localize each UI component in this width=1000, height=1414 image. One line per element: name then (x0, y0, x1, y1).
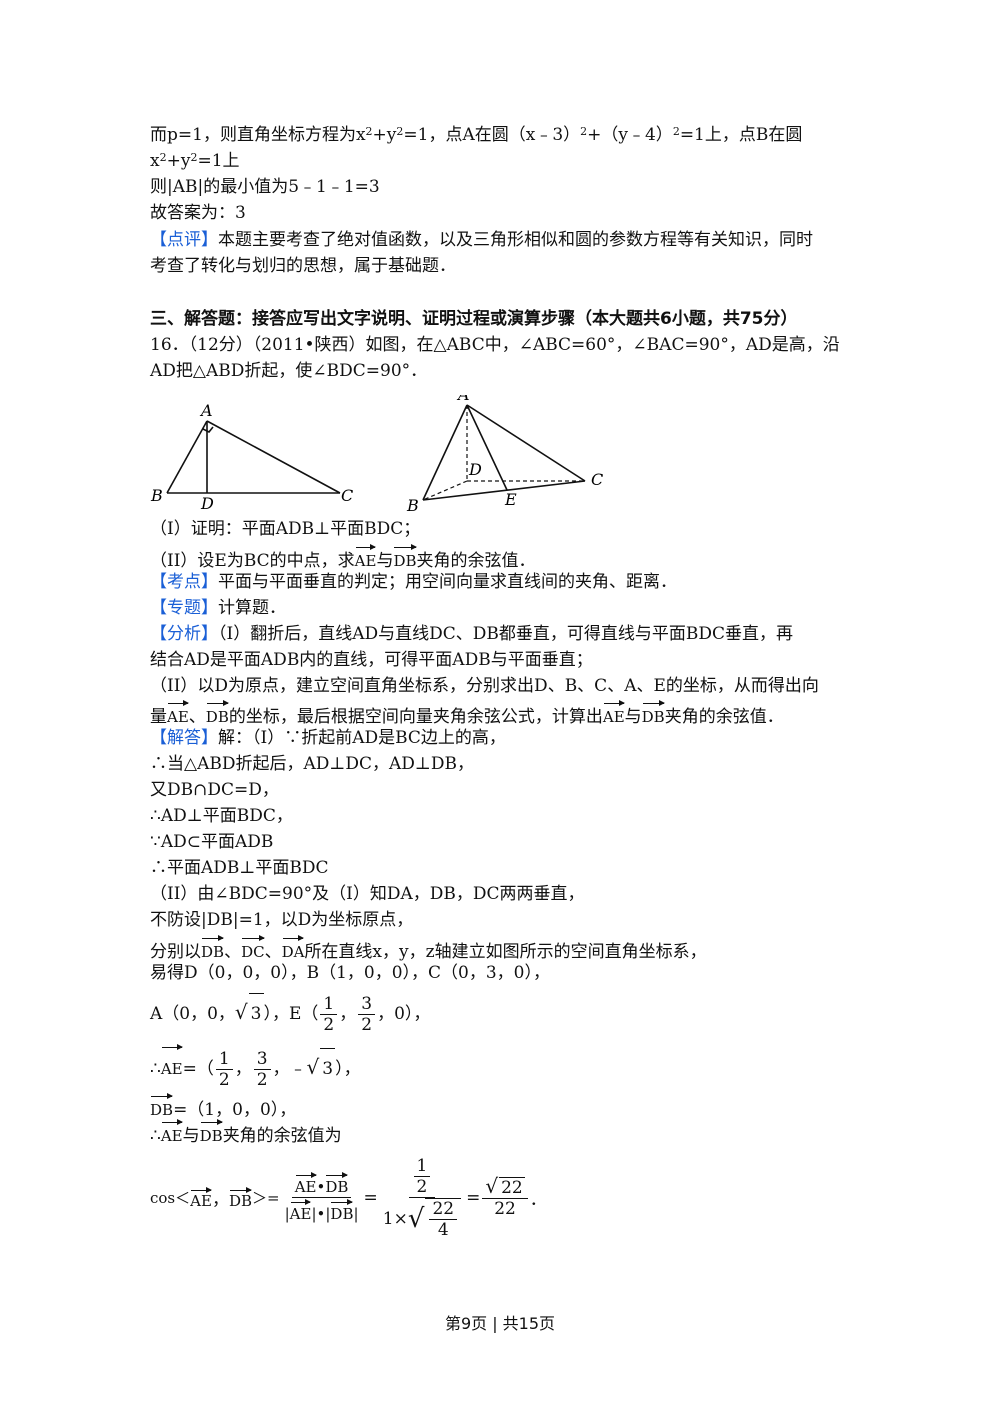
review-line: 【点评】本题主要考查了绝对值函数，以及三角形相似和圆的参数方程等有关知识，同时 (150, 230, 813, 250)
jieda-tag: 【解答】 (150, 728, 218, 748)
vector-DB: DB (393, 543, 417, 573)
jieda-line: ∴AD⊥平面BDC， (150, 806, 293, 826)
question-2: （II）设E为BC的中点，求AE与DB夹角的余弦值． (150, 543, 536, 573)
jieda-line: ∴AE与DB夹角的余弦值为 (150, 1118, 342, 1148)
section-title: 三、解答题：接答应写出文字说明、证明过程或演算步骤（本大题共6小题，共75分） (150, 309, 798, 329)
label-C: C (341, 486, 353, 505)
fenxi-line: 结合AD是平面ADB内的直线，可得平面ADB与平面垂直； (150, 650, 593, 670)
problem-statement: AD把△ABD折起，使∠BDC=90°． (150, 361, 428, 381)
figure-triangle: A B D C A D B E C (150, 395, 603, 515)
solution-line: 则|AB|的最小值为5﹣1﹣1=3 (150, 177, 380, 197)
jieda-line: 分别以DB、DC、DA所在直线x，y，z轴建立如图所示的空间直角坐标系， (150, 934, 707, 964)
label-B: B (150, 486, 163, 505)
answer-line: 故答案为：3 (150, 203, 246, 223)
jieda-line: 【解答】解：（I）∵折起前AD是BC边上的高， (150, 728, 506, 748)
label-A: A (199, 401, 213, 420)
label-D: D (468, 460, 482, 479)
label-E: E (504, 490, 517, 509)
page-footer: 第9页 | 共15页 (444, 1314, 556, 1333)
review-tag: 【点评】 (150, 230, 218, 250)
fenxi-line: 【分析】（I）翻折后，直线AD与直线DC、DB都垂直，可得直线与平面BDC垂直，… (150, 624, 794, 644)
zhuanti-tag: 【专题】 (150, 598, 218, 618)
question-1: （I）证明：平面ADB⊥平面BDC； (150, 519, 421, 539)
jieda-line: ∴平面ADB⊥平面BDC (150, 858, 329, 878)
fenxi-tag: 【分析】 (150, 624, 218, 644)
label-B: B (406, 496, 419, 515)
solution-line: x2+y2=1上 (150, 151, 240, 171)
jieda-line: 易得D（0，0，0），B（1，0，0），C（0，3，0）， (150, 963, 550, 983)
review-line: 考查了转化与划归的思想，属于基础题． (150, 256, 456, 276)
jieda-line: ∴当△ABD折起后，AD⊥DC，AD⊥DB， (150, 754, 475, 774)
solution-line: 而p=1，则直角坐标方程为x2+y2=1，点A在圆（x﹣3）2+（y﹣4）2=1… (150, 125, 803, 145)
fenxi-line: （II）以D为原点，建立空间直角坐标系，分别求出D、B、C、A、E的坐标，从而得… (150, 676, 819, 696)
vector-DB-line: DB=（1，0，0）， (150, 1092, 296, 1122)
label-C: C (591, 470, 603, 489)
zhuanti-line: 【专题】计算题． (150, 598, 286, 618)
jieda-line: 又DB∩DC=D， (150, 780, 279, 800)
vector-AE: AE (355, 543, 376, 573)
jieda-line: 不防设|DB|=1，以D为坐标原点， (150, 910, 414, 930)
fenxi-line: 量AE、DB的坐标，最后根据空间向量夹角余弦公式，计算出AE与DB夹角的余弦值． (150, 699, 784, 729)
label-A: A (456, 395, 470, 404)
jieda-line: （II）由∠BDC=90°及（I）知DA，DB，DC两两垂直， (150, 884, 585, 904)
kaodian-line: 【考点】平面与平面垂直的判定；用空间向量求直线间的夹角、距离． (150, 572, 677, 592)
kaodian-tag: 【考点】 (150, 572, 218, 592)
label-D: D (200, 494, 214, 513)
problem-statement: 16．（12分）（2011•陕西）如图，在△ABC中，∠ABC=60°，∠BAC… (150, 335, 840, 355)
jieda-line: ∵AD⊂平面ADB (150, 832, 274, 852)
